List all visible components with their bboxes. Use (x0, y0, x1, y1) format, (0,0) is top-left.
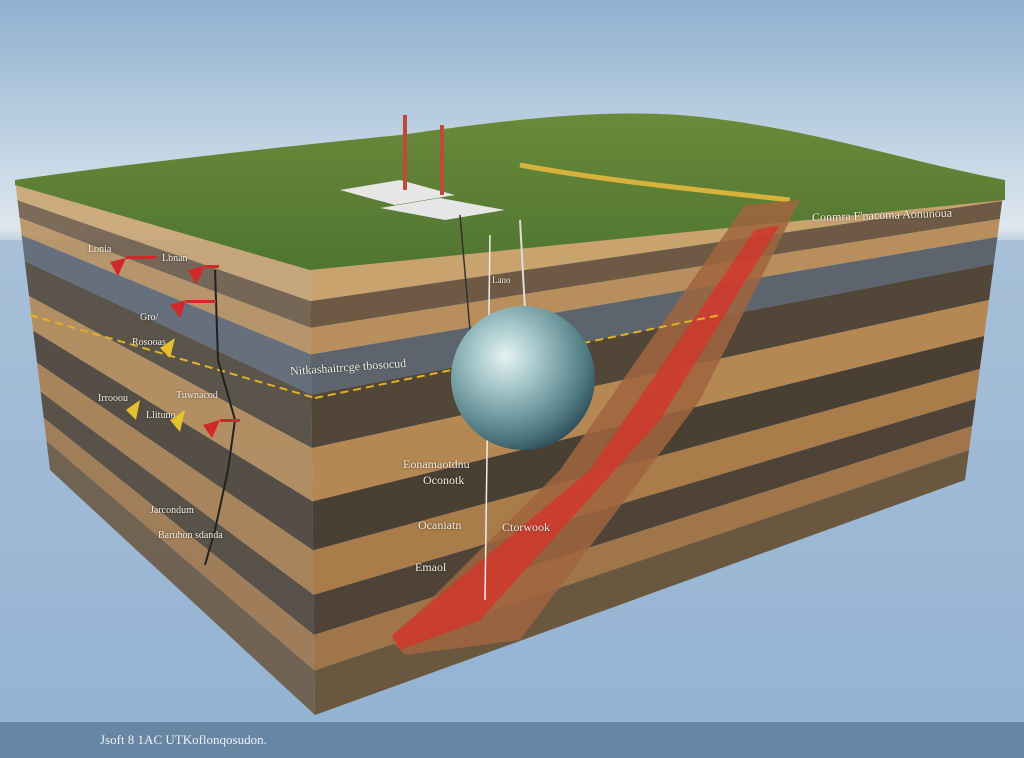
label-fault: Ctorwook (502, 520, 550, 534)
rock-layer (43, 417, 315, 671)
rock-layer (37, 362, 314, 595)
label-left-1: Lonia (88, 244, 112, 255)
marker-dashed-line-front (314, 314, 721, 399)
caption-bar: Jsoft 8 1AC UTKoflonqosudon. (0, 722, 1024, 758)
label-left-5: Irrooou (98, 393, 128, 404)
river (519, 162, 791, 203)
label-left-8: Jarcondum (150, 505, 194, 516)
rock-layer (29, 296, 313, 502)
rock-layer (17, 200, 311, 328)
marker-dashed-line (29, 314, 316, 399)
rock-layer (46, 441, 315, 715)
rock-layer (310, 201, 1003, 328)
rock-layer (313, 369, 980, 595)
label-well-note: Lano (492, 275, 511, 285)
label-left-2: Lbnan (162, 253, 188, 264)
reservoir-sphere (451, 306, 595, 450)
left-face-strata (15, 180, 315, 715)
rock-layer (33, 330, 314, 551)
rock-layer (40, 391, 315, 635)
fault-red-band (392, 225, 780, 650)
rock-layer (314, 450, 969, 715)
rock-layer (19, 217, 311, 355)
label-mid-upper: Eonamaotdnu (403, 457, 470, 471)
label-bottom: Emaol (415, 560, 447, 574)
caption-text: Jsoft 8 1AC UTKoflonqosudon. (100, 732, 267, 747)
grass-surface (15, 113, 1005, 271)
label-left-3: Gro/ (140, 312, 159, 323)
rock-layer (15, 180, 311, 302)
label-left-6: Tuwnacod (176, 390, 218, 401)
drilling-rig (340, 115, 526, 601)
label-mid-lower: Ocaniatn (418, 518, 462, 532)
label-left-7: Llituno (146, 410, 176, 421)
label-left-9: Baruhon sdanda (158, 530, 223, 541)
rock-layer (21, 235, 312, 395)
yellow-arrows (126, 338, 185, 432)
red-markers (110, 256, 240, 438)
label-left-4: Rosooas (132, 337, 166, 348)
label-mid-upper2: Oconotk (423, 473, 465, 487)
wellbore-left (204, 269, 237, 566)
